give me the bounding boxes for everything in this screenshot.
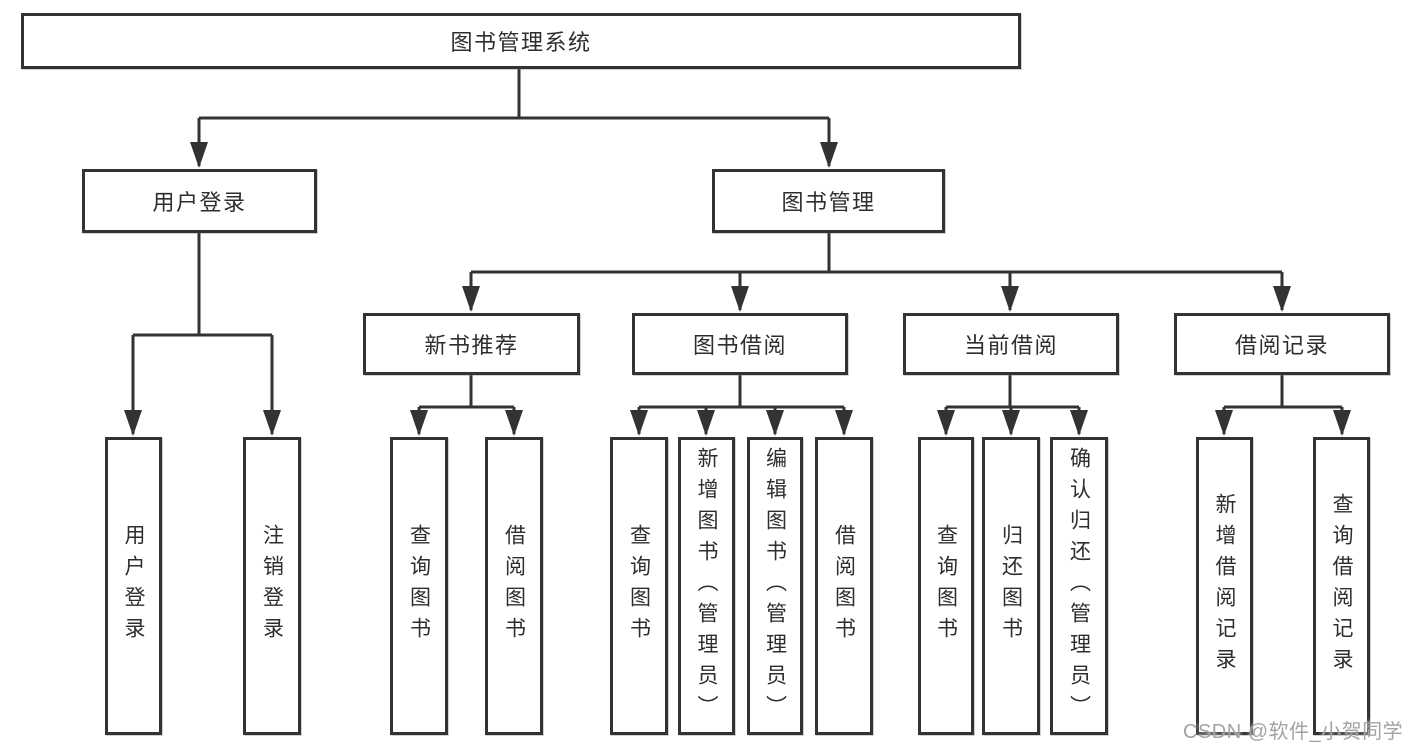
node-label: 新书推荐 xyxy=(424,333,519,358)
node-label: 借阅记录 xyxy=(1234,333,1329,358)
node-label: 用户登录 xyxy=(152,190,247,215)
node-current-borrowing: 当前借阅 xyxy=(903,313,1119,375)
node-label: 用户登录 xyxy=(122,524,145,648)
leaf-return-books: 归还图书 xyxy=(982,437,1040,735)
node-label: 归还图书 xyxy=(999,524,1023,648)
leaf-add-borrow-record: 新增借阅记录 xyxy=(1196,437,1253,735)
node-label: 图书管理 xyxy=(781,190,876,215)
node-label: 图书借阅 xyxy=(692,333,787,358)
leaf-query-borrow-record: 查询借阅记录 xyxy=(1313,437,1370,735)
node-book-management: 图书管理 xyxy=(712,169,945,233)
leaf-edit-books-admin: 编辑图书（管理员） xyxy=(747,437,803,735)
node-label: 查询借阅记录 xyxy=(1330,493,1353,679)
leaf-confirm-return-admin: 确认归还（管理员） xyxy=(1050,437,1108,735)
node-label: 注销登录 xyxy=(260,524,284,648)
node-label: 确认归还（管理员） xyxy=(1067,446,1091,726)
node-borrowing-records: 借阅记录 xyxy=(1174,313,1390,375)
node-new-book-recommend: 新书推荐 xyxy=(363,313,580,375)
leaf-user-login: 用户登录 xyxy=(105,437,162,735)
leaf-add-books-admin: 新增图书（管理员） xyxy=(678,437,735,735)
leaf-recommend-query-books: 查询图书 xyxy=(390,437,448,735)
leaf-borrowing-query-books: 查询图书 xyxy=(610,437,668,735)
leaf-recommend-borrow-books: 借阅图书 xyxy=(485,437,543,735)
node-label: 编辑图书（管理员） xyxy=(763,446,787,726)
node-label: 查询图书 xyxy=(627,524,651,648)
node-label: 查询图书 xyxy=(407,524,431,648)
node-label: 新增图书（管理员） xyxy=(695,446,718,726)
node-user-login: 用户登录 xyxy=(82,169,317,233)
csdn-watermark: CSDN @软件_小贺同学 xyxy=(1183,721,1404,743)
leaf-logout: 注销登录 xyxy=(243,437,301,735)
node-library-management-system: 图书管理系统 xyxy=(21,13,1021,69)
node-label: 借阅图书 xyxy=(502,524,526,648)
node-label: 当前借阅 xyxy=(963,333,1058,358)
node-book-borrowing: 图书借阅 xyxy=(632,313,848,375)
leaf-current-query-books: 查询图书 xyxy=(918,437,974,735)
node-label: 查询图书 xyxy=(934,524,958,648)
node-label: 新增借阅记录 xyxy=(1213,493,1236,679)
leaf-borrow-books: 借阅图书 xyxy=(815,437,873,735)
node-label: 借阅图书 xyxy=(832,524,856,648)
node-label: 图书管理系统 xyxy=(450,30,592,55)
